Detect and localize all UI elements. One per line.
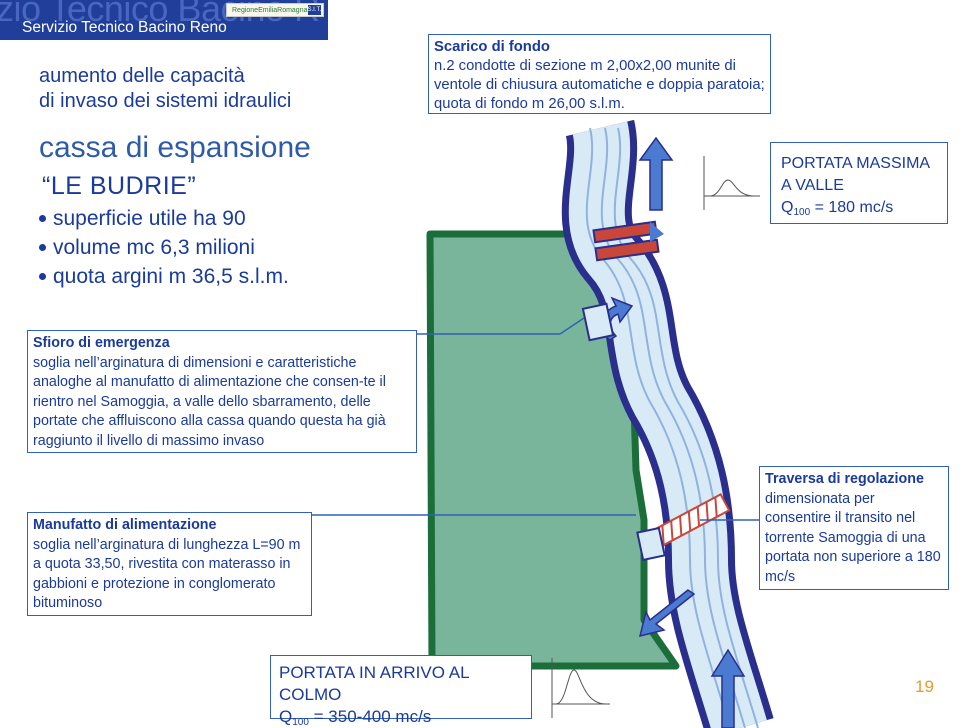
q-symbol: Q <box>279 707 293 726</box>
downstream-flow-arrow-icon <box>638 136 674 211</box>
q-value: = 350-400 mc/s <box>308 707 432 726</box>
q-subscript: 100 <box>292 717 309 728</box>
note-line: PORTATA MASSIMA <box>781 155 931 172</box>
river-water <box>568 121 767 728</box>
note-heading: Sfioro di emergenza <box>33 335 170 351</box>
note-heading: Manufatto di alimentazione <box>33 517 217 533</box>
flow-line <box>613 127 759 728</box>
q-value: = 180 mc/s <box>810 199 894 216</box>
subject-heading: cassa di espansione <box>39 131 311 164</box>
note-text: dimensionata per consentire il transito … <box>765 490 941 585</box>
outlet-gates <box>592 220 664 262</box>
fact-text: superficie utile ha 90 <box>53 207 246 230</box>
fact-text: volume mc 6,3 milioni <box>53 236 255 259</box>
regulation-weir-note: Traversa di regolazione dimensionata per… <box>759 466 949 590</box>
q-symbol: Q <box>781 199 794 216</box>
note-heading: Traversa di regolazione <box>765 471 924 487</box>
basin-name-text: LE BUDRIE <box>50 172 188 200</box>
slide-title-line2: di invaso dei sistemi idraulici <box>39 90 292 112</box>
bullet-icon <box>39 215 46 222</box>
header-band: zio Tecnico Bacino R Servizio Tecnico Ba… <box>0 0 328 40</box>
note-line: A VALLE <box>781 177 844 194</box>
flow-value: Q100 = 180 mc/s <box>781 197 937 224</box>
basin-facts-list: superficie utile ha 90 volume mc 6,3 mil… <box>39 204 289 291</box>
flow-line <box>600 127 746 728</box>
fact-text: quota argini m 36,5 s.l.m. <box>53 265 289 288</box>
intake-gate <box>636 526 666 562</box>
inflow-hydrograph-icon <box>551 658 610 718</box>
note-heading: Scarico di fondo <box>434 39 550 55</box>
flow-line <box>585 127 731 728</box>
intake-arrow-icon <box>638 589 696 638</box>
flow-value: Q100 = 350-400 mc/s <box>279 706 523 728</box>
region-logo: RegioneEmiliaRomagna S.I.T. <box>226 3 324 17</box>
spillway-gate <box>581 302 615 342</box>
q-subscript: 100 <box>793 207 811 218</box>
bullet-icon <box>39 273 46 280</box>
logo-badge: S.I.T. <box>307 5 322 15</box>
peak-inflow-note: PORTATA IN ARRIVO AL COLMO Q100 = 350-40… <box>270 655 532 728</box>
header-title: Servizio Tecnico Bacino Reno <box>22 19 227 36</box>
outflow-hydrograph-icon <box>703 156 760 210</box>
regulation-weir <box>648 493 731 550</box>
list-item: volume mc 6,3 milioni <box>39 233 289 262</box>
close-quote: ” <box>187 172 197 200</box>
slide-title-line1: aumento delle capacità <box>39 65 245 87</box>
logo-text: RegioneEmiliaRomagna <box>232 6 308 14</box>
basin-name: “LE BUDRIE” <box>42 172 196 201</box>
list-item: quota argini m 36,5 s.l.m. <box>39 262 289 291</box>
emergency-spillway-note: Sfioro di emergenza soglia nell’arginatu… <box>27 330 417 453</box>
bullet-icon <box>39 244 46 251</box>
note-text: n.2 condotte di sezione m 2,00x2,00 muni… <box>434 58 765 112</box>
slide-title: aumento delle capacità di invaso dei sis… <box>39 64 379 114</box>
list-item: superficie utile ha 90 <box>39 204 289 233</box>
note-text: soglia nell’arginatura di dimensioni e c… <box>33 354 386 449</box>
inflow-arrow-icon <box>710 648 746 728</box>
max-downstream-flow-note: PORTATA MASSIMA A VALLE Q100 = 180 mc/s <box>770 142 948 224</box>
open-quote: “ <box>42 172 51 200</box>
note-line: PORTATA IN ARRIVO AL COLMO <box>279 663 469 704</box>
connector-line <box>559 317 585 335</box>
bottom-outlet-note: Scarico di fondo n.2 condotte di sezione… <box>428 34 771 114</box>
intake-structure-note: Manufatto di alimentazione soglia nell’a… <box>27 512 312 616</box>
note-text: soglia nell’arginatura di lunghezza L=90… <box>33 536 301 612</box>
page-number: 19 <box>915 677 934 696</box>
